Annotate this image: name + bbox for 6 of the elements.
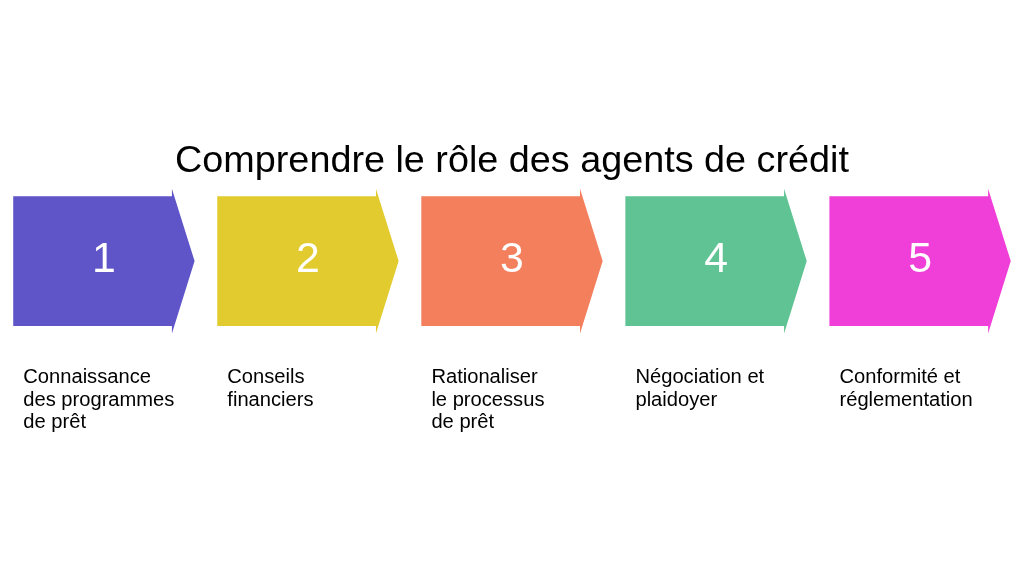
node-label: Conformité et réglementation [839, 364, 973, 410]
diagram-title: Comprendre le rôle des agents de crédit [175, 137, 849, 180]
node-label: Rationaliser le processus de prêt [431, 364, 545, 432]
node-label: Connaissance des programmes de prêt [23, 364, 175, 432]
node-label: Négociation et plaidoyer [635, 364, 765, 410]
node-label: Conseils financiers [227, 364, 314, 410]
